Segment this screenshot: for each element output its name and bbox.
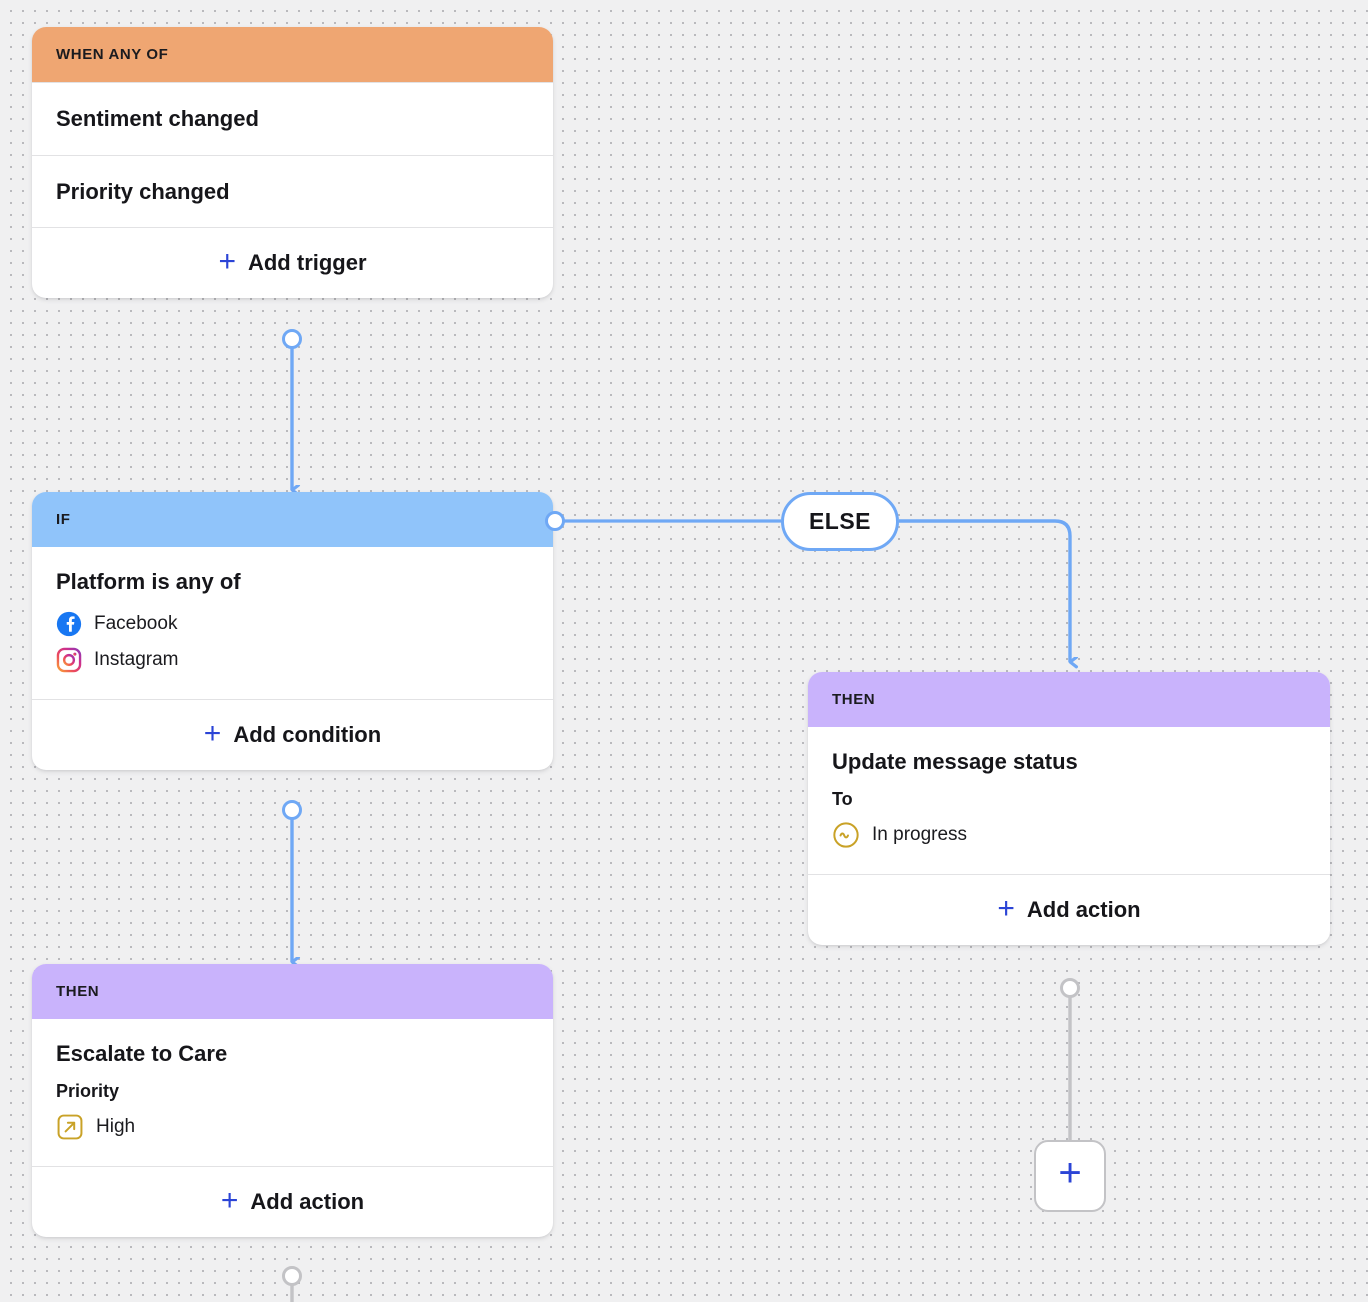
add-condition-label: Add condition	[233, 722, 382, 747]
condition-node[interactable]: IF Platform is any of Facebook	[32, 492, 553, 770]
add-action-button-right[interactable]: + Add action	[808, 874, 1330, 945]
trigger-item[interactable]: Priority changed	[32, 154, 553, 228]
trigger-item[interactable]: Sentiment changed	[32, 82, 553, 155]
in-progress-icon	[833, 822, 859, 848]
action-left-body: Escalate to Care Priority High	[32, 1019, 553, 1166]
trigger-kicker: WHEN ANY OF	[56, 46, 169, 63]
trigger-item-label: Priority changed	[56, 178, 230, 204]
plus-icon: +	[203, 717, 222, 750]
action-node-right[interactable]: THEN Update message status To In progres…	[808, 672, 1330, 945]
condition-true-handle[interactable]	[545, 511, 565, 531]
add-action-label-left: Add action	[250, 1189, 365, 1214]
condition-node-header: IF	[32, 492, 553, 547]
action-left-field-label: Priority	[56, 1081, 120, 1101]
else-branch-label: ELSE	[808, 508, 872, 534]
action-left-header: THEN	[32, 964, 553, 1019]
else-branch-pill[interactable]: ELSE	[781, 492, 899, 551]
condition-kicker: IF	[56, 511, 71, 528]
action-right-value-label: In progress	[872, 824, 968, 845]
trigger-node[interactable]: WHEN ANY OF Sentiment changed Priority c…	[32, 27, 553, 298]
condition-title: Platform is any of	[56, 569, 241, 594]
action-right-header: THEN	[808, 672, 1330, 727]
action-right-body: Update message status To In progress	[808, 727, 1330, 874]
plus-icon: +	[220, 1184, 239, 1217]
trigger-item-label: Sentiment changed	[56, 106, 259, 131]
priority-high-icon	[57, 1114, 83, 1140]
action-right-value: In progress	[832, 820, 1306, 850]
condition-output-handle[interactable]	[282, 800, 302, 820]
plus-icon: +	[218, 245, 236, 278]
plus-icon: +	[997, 892, 1015, 925]
instagram-icon	[56, 647, 82, 673]
condition-value-label: Instagram	[94, 649, 179, 670]
add-step-button[interactable]: +	[1034, 1140, 1106, 1212]
action-right-field-label: To	[832, 789, 853, 809]
condition-value-instagram: Instagram	[56, 645, 529, 675]
condition-value-facebook: Facebook	[56, 609, 529, 639]
add-action-label-right: Add action	[1026, 897, 1141, 922]
action-left-value-label: High	[96, 1116, 136, 1137]
action-right-title: Update message status	[832, 749, 1078, 774]
action-left-kicker: THEN	[56, 983, 100, 1000]
add-action-button-left[interactable]: + Add action	[32, 1166, 553, 1237]
action-right-output-handle[interactable]	[1060, 978, 1080, 998]
condition-value-label: Facebook	[94, 613, 178, 634]
facebook-icon	[56, 611, 82, 637]
action-node-left[interactable]: THEN Escalate to Care Priority High + Ad…	[32, 964, 553, 1237]
action-left-output-handle[interactable]	[282, 1266, 302, 1286]
edge-else-to-action-right	[899, 519, 1070, 662]
plus-icon: +	[1058, 1151, 1082, 1195]
trigger-output-handle[interactable]	[282, 329, 302, 349]
trigger-node-header: WHEN ANY OF	[32, 27, 553, 82]
add-trigger-button[interactable]: + Add trigger	[32, 227, 553, 298]
action-right-kicker: THEN	[832, 691, 876, 708]
add-trigger-label: Add trigger	[247, 250, 367, 275]
action-left-value: High	[56, 1112, 529, 1142]
add-condition-button[interactable]: + Add condition	[32, 699, 553, 770]
condition-body: Platform is any of Facebook	[32, 547, 553, 699]
action-left-title: Escalate to Care	[56, 1041, 228, 1066]
